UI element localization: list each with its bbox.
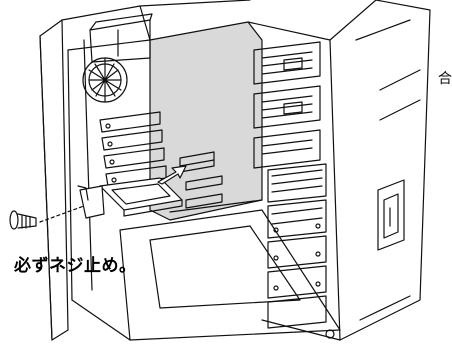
screw-icon (9, 210, 37, 230)
expansion-card-icon (77, 177, 183, 219)
insert-arrow-icon (157, 165, 187, 185)
fan-grille-icon (82, 57, 128, 103)
front-drive-handle (377, 179, 405, 251)
drive-bays-upper (253, 41, 321, 169)
case-front-bezel (247, 0, 431, 341)
screw-callout-label: 必ずネジ止め。 (14, 256, 137, 276)
edge-text-fragment: 合 (438, 71, 452, 87)
screw-guide-line (39, 205, 85, 223)
corner-screw (325, 329, 335, 339)
psu-block (89, 13, 153, 63)
drive-bays-lower (267, 163, 327, 329)
case-rear-frame (39, 0, 251, 341)
